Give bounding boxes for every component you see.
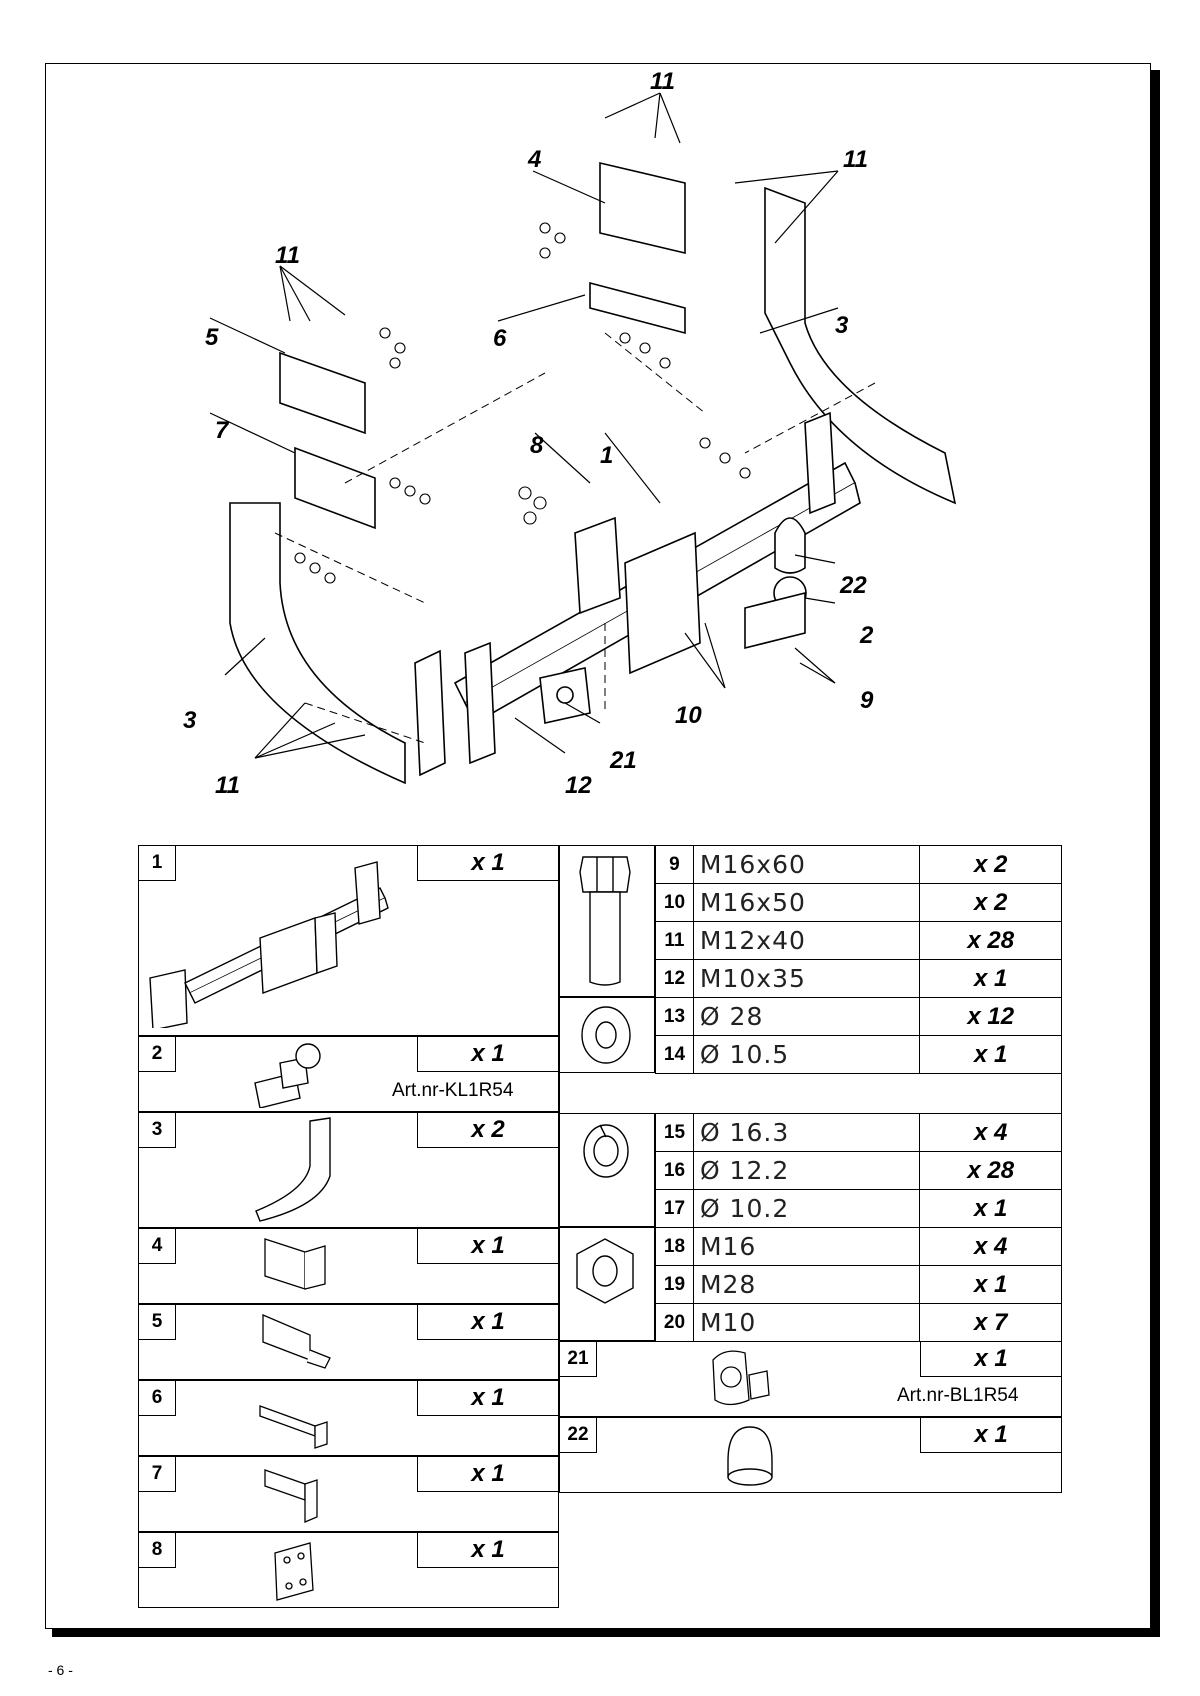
callout-8: 8 (530, 432, 544, 459)
hitch-frame-thumbnail (149, 861, 389, 1028)
callout-7: 7 (215, 417, 230, 444)
part-qty: x 1 (920, 1417, 1062, 1453)
bolt-group (559, 845, 655, 997)
washer-group (559, 997, 655, 1073)
part-row-21 (559, 1341, 1062, 1417)
part-qty: x 1 (417, 1456, 559, 1492)
callout-2: 2 (859, 622, 874, 649)
plate-6 (589, 281, 686, 335)
plate-4 (599, 161, 686, 255)
part-qty: x 1 (417, 1036, 559, 1072)
callout-3-left: 3 (183, 707, 197, 734)
frame-shadow-right (1151, 70, 1160, 1637)
washer-icon (581, 1006, 631, 1064)
part-qty: x 1 (920, 1341, 1062, 1377)
part-num: 8 (138, 1532, 176, 1568)
part-num: 21 (559, 1341, 597, 1377)
part-row-22 (559, 1417, 1062, 1493)
article-number: Art.nr-KL1R54 (392, 1080, 514, 1101)
nut-group (559, 1227, 655, 1341)
center-mount (624, 531, 701, 675)
ball-cap-thumbnail (727, 1426, 773, 1486)
article-number: Art.nr-BL1R54 (897, 1385, 1019, 1406)
plate-5-thumbnail (262, 1314, 331, 1369)
part-row-7 (138, 1456, 559, 1532)
part-qty: x 1 (417, 845, 559, 881)
part-qty: x 2 (417, 1112, 559, 1148)
socket-plate (539, 667, 591, 724)
callout-11-left: 11 (275, 242, 300, 269)
callout-5: 5 (205, 324, 219, 351)
part-num: 2 (138, 1036, 176, 1072)
socket-plate-thumbnail (712, 1350, 770, 1406)
part-row-6 (138, 1380, 559, 1456)
part-qty: x 1 (417, 1228, 559, 1264)
ball-cap (774, 517, 806, 574)
left-end-plate (414, 649, 446, 777)
callout-11-bottom: 11 (215, 772, 240, 799)
spring-washer-icon (583, 1124, 629, 1178)
callout-9: 9 (860, 687, 874, 714)
callout-6: 6 (493, 325, 507, 352)
plate-7-thumbnail (264, 1469, 318, 1523)
part-row-4 (138, 1228, 559, 1304)
callout-11-right: 11 (843, 146, 868, 173)
bolt-icon (579, 856, 631, 986)
part-num: 7 (138, 1456, 176, 1492)
callout-1: 1 (600, 442, 613, 469)
nut-icon (576, 1238, 634, 1304)
callout-22: 22 (839, 572, 867, 599)
exploded-assembly-diagram: 11 11 4 6 3 11 5 7 8 1 22 2 9 10 21 12 3… (183, 68, 957, 799)
tow-ball-thumbnail (254, 1043, 321, 1108)
callout-11-top: 11 (650, 68, 675, 95)
page-number: - 6 - (48, 1662, 73, 1678)
callout-21: 21 (609, 747, 637, 774)
part-row-8 (138, 1532, 559, 1608)
plate-5 (279, 351, 366, 435)
callout-12: 12 (565, 772, 592, 799)
part-row-3 (138, 1112, 559, 1228)
plate-7 (294, 446, 376, 530)
part-num: 22 (559, 1417, 597, 1453)
part-qty: x 1 (417, 1532, 559, 1568)
part-qty: x 1 (417, 1380, 559, 1416)
page-frame (45, 63, 1151, 1629)
part-num: 4 (138, 1228, 176, 1264)
frame-shadow-bottom (52, 1629, 1160, 1637)
callout-3-right: 3 (835, 312, 849, 339)
right-side-bracket (764, 186, 957, 505)
plate-6-thumbnail (259, 1405, 328, 1449)
part-qty: x 1 (417, 1304, 559, 1340)
plate-8-thumbnail (274, 1542, 314, 1601)
part-row-2 (138, 1036, 559, 1112)
plate-4-thumbnail (264, 1238, 326, 1290)
side-bracket-thumbnail (255, 1117, 331, 1222)
part-row-5 (138, 1304, 559, 1380)
part-num: 3 (138, 1112, 176, 1148)
part-num: 1 (138, 845, 176, 881)
callout-4: 4 (527, 146, 541, 173)
spring-washer-group (559, 1113, 655, 1227)
part-row-1 (138, 845, 559, 1036)
part-num: 6 (138, 1380, 176, 1416)
left-side-bracket (229, 502, 406, 785)
callout-10: 10 (675, 702, 702, 729)
part-num: 5 (138, 1304, 176, 1340)
